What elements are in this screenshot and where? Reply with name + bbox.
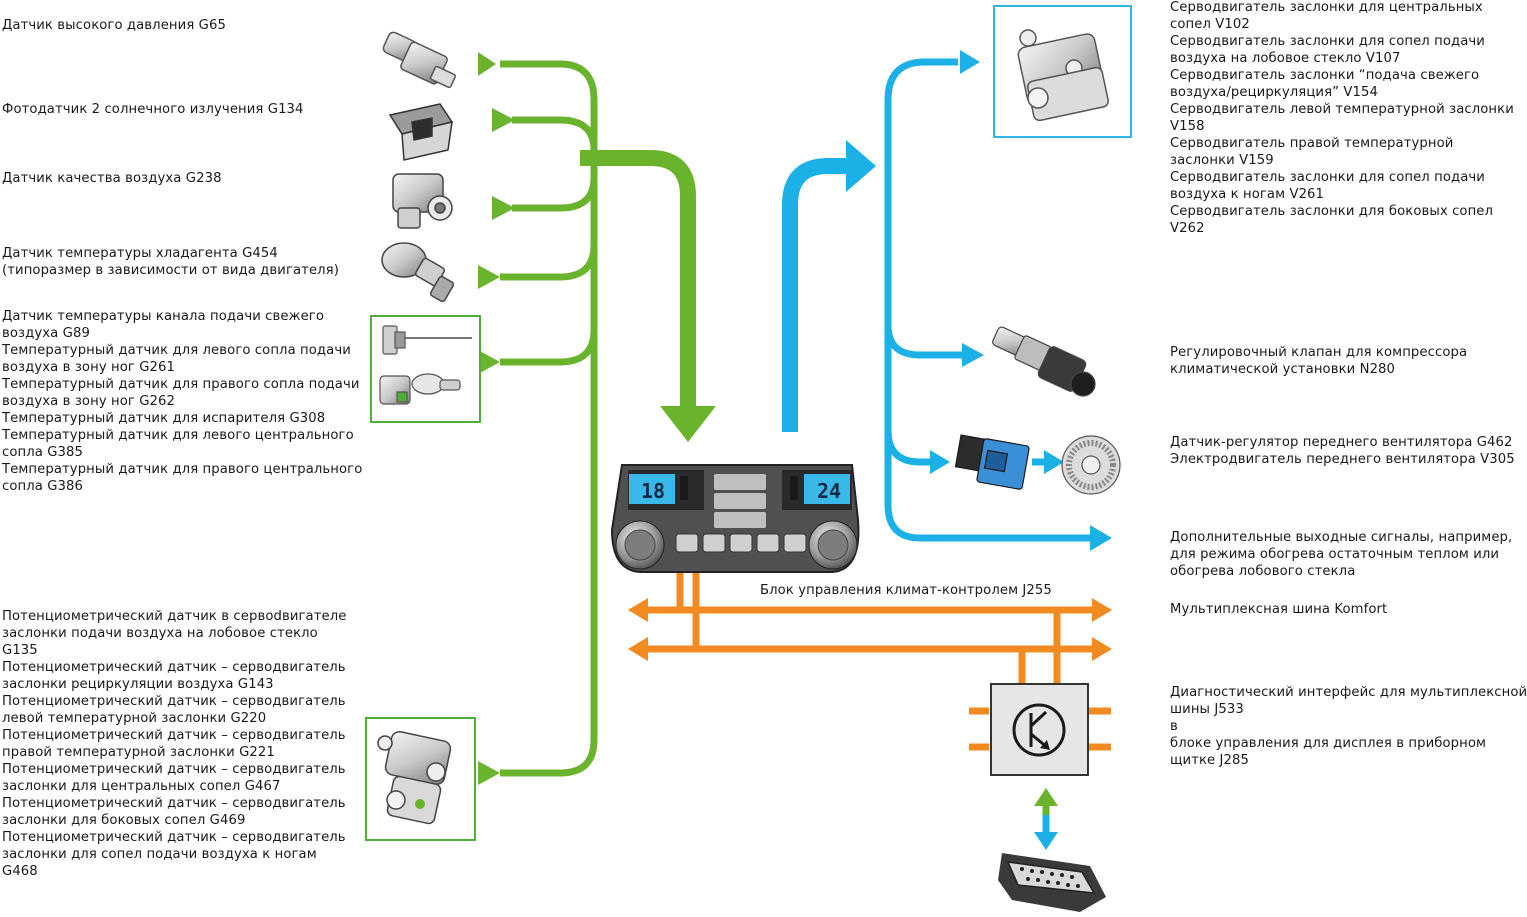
label-g238: Датчик качества воздуха G238 — [2, 171, 222, 186]
input-main-arrow — [580, 150, 696, 410]
obd-connector-icon — [998, 853, 1106, 912]
input-branch-g454 — [500, 244, 598, 281]
diagnostic-link-arrow — [1034, 788, 1058, 850]
output-trunk — [884, 58, 1092, 542]
label-gateway: Диагностический интерфейс для мультиплек… — [1170, 685, 1527, 768]
input-arrowheads — [478, 52, 716, 785]
gateway-box — [990, 683, 1089, 776]
sunlight-sensor-icon — [388, 103, 454, 161]
blower-fan-icon — [1061, 435, 1121, 495]
output-arrowheads — [846, 50, 1112, 551]
input-arrows — [500, 60, 696, 777]
output-arrows — [782, 58, 1092, 542]
servo-motor-icon — [1017, 29, 1109, 122]
output-main-arrow — [782, 158, 848, 432]
label-temp-sensors: Датчик температуры канала подачи свежего… — [2, 309, 363, 494]
input-branch-g238 — [512, 177, 598, 212]
fan-controller-icon — [954, 434, 1030, 490]
input-trunk — [500, 60, 598, 777]
label-g454: Датчик температуры хладагента G454 (типо… — [2, 246, 339, 278]
pot-sensor-servo-icon — [377, 730, 452, 825]
left-display — [629, 474, 675, 504]
input-branch-g134 — [512, 116, 598, 151]
right-temp-readout: 24 — [817, 479, 841, 503]
label-control-unit: Блок управления климат-контролем J255 — [760, 583, 1052, 598]
pressure-sensor-icon — [382, 31, 457, 89]
coolant-temp-sensor-icon — [381, 242, 455, 303]
label-g65: Датчик высокого давления G65 — [2, 18, 226, 33]
output-branch-fan — [884, 429, 932, 466]
label-pot-sensors: Потенциометрический датчик в сервodвигат… — [2, 609, 347, 879]
compressor-valve-icon — [992, 326, 1096, 397]
left-temp-readout: 18 — [641, 479, 665, 503]
output-main-arrowhead — [846, 140, 876, 192]
label-servo-motors: Серводвигатель заслонки для центральных … — [1170, 0, 1514, 236]
label-fan: Датчик-регулятор переднего вентилятора G… — [1170, 435, 1515, 467]
output-branch-n280 — [884, 324, 962, 359]
air-quality-sensor-icon — [392, 173, 453, 229]
label-n280: Регулировочный клапан для компрессора кл… — [1170, 345, 1468, 377]
bus-lines — [640, 572, 1111, 751]
input-branch-temp — [500, 329, 598, 366]
label-komfort-bus: Мультиплексная шина Komfort — [1170, 602, 1388, 617]
bus-arrowheads — [628, 598, 1112, 661]
input-main-arrowhead — [660, 406, 716, 442]
climate-control-unit — [610, 464, 860, 573]
temp-sensors-icon — [379, 325, 472, 405]
label-g134: Фотодатчик 2 солнечного излучения G134 — [2, 102, 304, 117]
right-display — [804, 474, 850, 504]
label-extra-outputs: Дополнительные выходные сигналы, наприме… — [1170, 530, 1513, 579]
